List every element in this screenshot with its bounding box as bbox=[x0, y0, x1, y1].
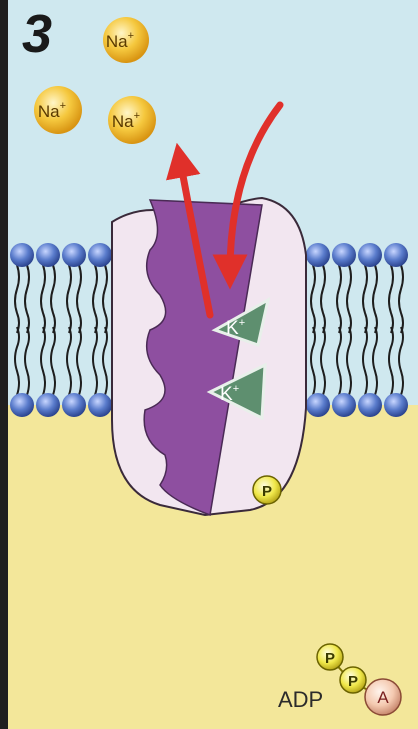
na-ion-1: Na+ bbox=[103, 17, 149, 63]
step-number: 3 bbox=[22, 4, 52, 64]
lipid-head bbox=[306, 243, 330, 267]
lipid-head bbox=[36, 393, 60, 417]
lipid-head bbox=[306, 393, 330, 417]
lipid-head bbox=[62, 243, 86, 267]
adp-phosphate-1-label: P bbox=[325, 650, 335, 667]
lipid-head bbox=[10, 243, 34, 267]
sodium-potassium-pump: K+ K+ bbox=[112, 198, 306, 515]
na-ion-3: Na+ bbox=[108, 96, 156, 144]
na-ion-2: Na+ bbox=[34, 86, 82, 134]
adp-label: ADP bbox=[278, 687, 323, 712]
lipid-head bbox=[358, 243, 382, 267]
adp-phosphate-2: P bbox=[340, 667, 366, 693]
lipid-head bbox=[358, 393, 382, 417]
bound-phosphate-label: P bbox=[262, 483, 272, 500]
adp-phosphate-2-label: P bbox=[348, 673, 358, 690]
lipid-head bbox=[332, 393, 356, 417]
lipid-head bbox=[332, 243, 356, 267]
lipid-head bbox=[88, 393, 112, 417]
lipid-head bbox=[384, 243, 408, 267]
lipid-head bbox=[62, 393, 86, 417]
lipid-head bbox=[384, 393, 408, 417]
adenosine-label: A bbox=[377, 688, 389, 707]
adp-phosphate-1: P bbox=[317, 644, 343, 670]
lipid-head bbox=[88, 243, 112, 267]
lipid-head bbox=[10, 393, 34, 417]
bound-phosphate: P bbox=[253, 476, 281, 504]
adenosine: A bbox=[365, 679, 401, 715]
left-border bbox=[0, 0, 8, 729]
lipid-head bbox=[36, 243, 60, 267]
